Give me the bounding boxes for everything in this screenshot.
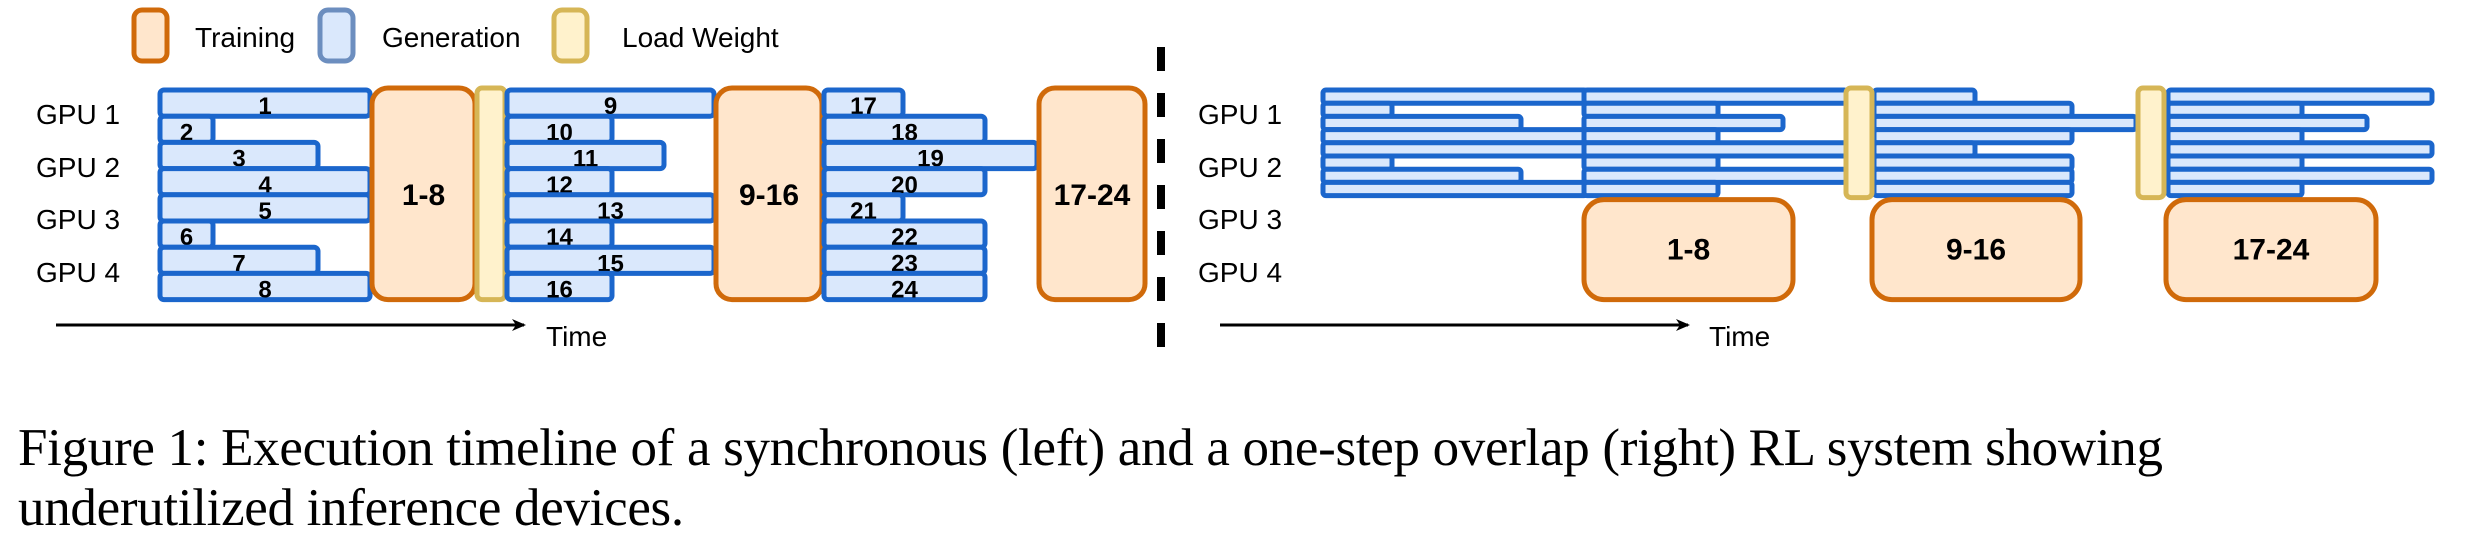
caption-line-1: Figure 1: Execution timeline of a synchr… [18, 419, 2163, 477]
generation-request-label: 24 [891, 277, 918, 304]
overlap-timeline: 1-8 9-16 17-24 [1320, 85, 2435, 303]
left-gpu-2-label: GPU 2 [36, 152, 120, 183]
right-gpu-1-label: GPU 1 [1198, 99, 1282, 130]
overlap-generation-block-1-request [1320, 179, 1590, 199]
overlap-load-weight-2 [2135, 85, 2167, 201]
generation-request-20 [821, 166, 988, 198]
generation-request-label: 6 [180, 224, 193, 251]
figure-caption: Figure 1: Execution timeline of a synchr… [18, 418, 2458, 538]
generation-request-label: 8 [258, 277, 271, 304]
training-step-17-24 [1036, 85, 1148, 303]
training-step-label: 9-16 [739, 179, 799, 212]
generation-request-24 [821, 270, 988, 303]
right-gpu-labels: GPU 1 GPU 2 GPU 3 GPU 4 [1198, 99, 1282, 288]
generation-request-label: 16 [546, 277, 573, 304]
synchronous-timeline: 123456781-89101112131415169-161718192021… [157, 85, 1148, 304]
legend-load-weight-label: Load Weight [622, 22, 779, 53]
legend-training-swatch [131, 7, 170, 64]
generation-request-label: 5 [258, 198, 271, 225]
caption-line-2: underutilized inference devices. [18, 479, 684, 537]
right-gpu-3-label: GPU 3 [1198, 204, 1282, 235]
left-gpu-labels: GPU 1 GPU 2 GPU 3 GPU 4 [36, 99, 120, 288]
legend-generation-swatch [317, 7, 356, 64]
overlap-training-step-17-24 [2163, 197, 2379, 303]
generation-request-label: 3 [232, 146, 245, 173]
overlap-load-weight-1 [1843, 85, 1875, 201]
training-step-label: 17-24 [1054, 179, 1131, 212]
left-time-label: Time [546, 321, 607, 352]
left-gpu-4-label: GPU 4 [36, 257, 120, 288]
overlap-training-step-label: 1-8 [1667, 234, 1710, 267]
load-weight-step [474, 85, 508, 303]
overlap-generation-block-4-request [2165, 179, 2305, 199]
right-gpu-4-label: GPU 4 [1198, 257, 1282, 288]
generation-request-label: 9 [604, 93, 617, 120]
generation-request-label: 2 [180, 119, 193, 146]
right-time-label: Time [1709, 321, 1770, 352]
left-gpu-1-label: GPU 1 [36, 99, 120, 130]
left-gpu-3-label: GPU 3 [36, 204, 120, 235]
legend: Training Generation Load Weight [131, 7, 779, 64]
legend-generation-label: Generation [382, 22, 521, 53]
figure-canvas: Training Generation Load Weight GPU 1 GP… [36, 7, 2435, 352]
generation-request-label: 4 [258, 172, 272, 199]
right-time-axis: Time [1220, 319, 1770, 352]
generation-request-label: 1 [258, 93, 271, 120]
training-step-9-16 [713, 85, 825, 303]
generation-request-16 [504, 270, 615, 303]
overlap-generation-block-2-request [1581, 179, 1721, 199]
legend-training-label: Training [195, 22, 295, 53]
legend-load-weight-swatch [551, 7, 590, 64]
overlap-training-step-9-16 [1869, 197, 2083, 303]
overlap-training-step-label: 9-16 [1946, 234, 2006, 267]
overlap-training-step-label: 17-24 [2233, 234, 2310, 267]
right-gpu-2-label: GPU 2 [1198, 152, 1282, 183]
left-time-axis: Time [56, 319, 607, 352]
overlap-training-step-1-8 [1581, 197, 1796, 303]
training-step-label: 1-8 [402, 179, 445, 212]
generation-request-label: 7 [232, 250, 245, 277]
overlap-generation-block-3-request [1871, 179, 2075, 199]
